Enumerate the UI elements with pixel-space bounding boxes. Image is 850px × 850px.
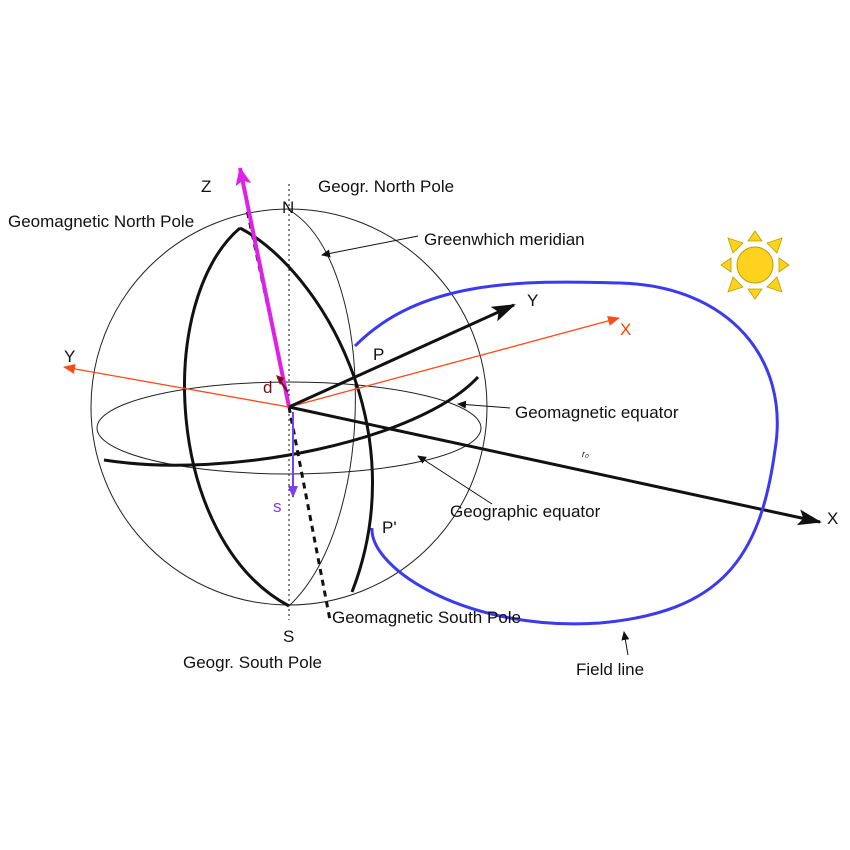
geomagnetic-y-label: Y	[527, 291, 538, 310]
p-label: P	[373, 345, 384, 364]
r0-label: r₀	[582, 449, 589, 459]
sun-icon	[720, 230, 790, 300]
geomagnetic-x-label: X	[827, 509, 838, 528]
greenwich-callout-arrow	[321, 235, 419, 258]
p-prime-label: P'	[382, 518, 397, 537]
geographic-y-label: Y	[64, 347, 75, 366]
field-line-curve	[353, 280, 779, 626]
d-offset-arrowhead	[276, 375, 284, 385]
geographic-y-axis	[63, 364, 290, 408]
geomagnetic-equator-callout-arrow	[457, 400, 511, 409]
geographic-x-label: X	[620, 320, 631, 339]
geomagnetic-meridian-back	[183, 226, 290, 608]
geomagnetic-north-pole-label: Geomagnetic North Pole	[8, 212, 194, 231]
geomagnetic-x-axis	[288, 405, 822, 526]
geomagnetic-equator-label: Geomagnetic equator	[515, 403, 679, 422]
geomagnetic-meridian-front	[239, 226, 375, 593]
field-line-label: Field line	[576, 660, 644, 679]
s-label: S	[283, 627, 294, 646]
greenwich-meridian-line	[288, 209, 356, 607]
s-vector-label: s	[273, 497, 282, 516]
d-label: d	[263, 378, 272, 397]
geomagnetic-equator-line	[103, 375, 480, 467]
n-label: N	[282, 198, 294, 217]
dipole-z-vector	[235, 167, 291, 408]
geogr-south-pole-label: Geogr. South Pole	[183, 653, 322, 672]
geographic-x-axis	[288, 316, 620, 408]
geomagnetic-y-axis	[288, 303, 516, 409]
geomagnetic-axis-south	[287, 406, 332, 621]
geomagnetic-south-pole-label: Geomagnetic South Pole	[332, 608, 521, 627]
geographic-equator-label: Geographic equator	[450, 502, 601, 521]
geographic-equator-callout-arrow	[417, 455, 493, 505]
greenwich-meridian-label: Greenwhich meridian	[424, 230, 585, 249]
field-line-callout-arrow	[621, 631, 630, 656]
z-axis-label: Z	[201, 177, 211, 196]
geogr-north-pole-label: Geogr. North Pole	[318, 177, 454, 196]
